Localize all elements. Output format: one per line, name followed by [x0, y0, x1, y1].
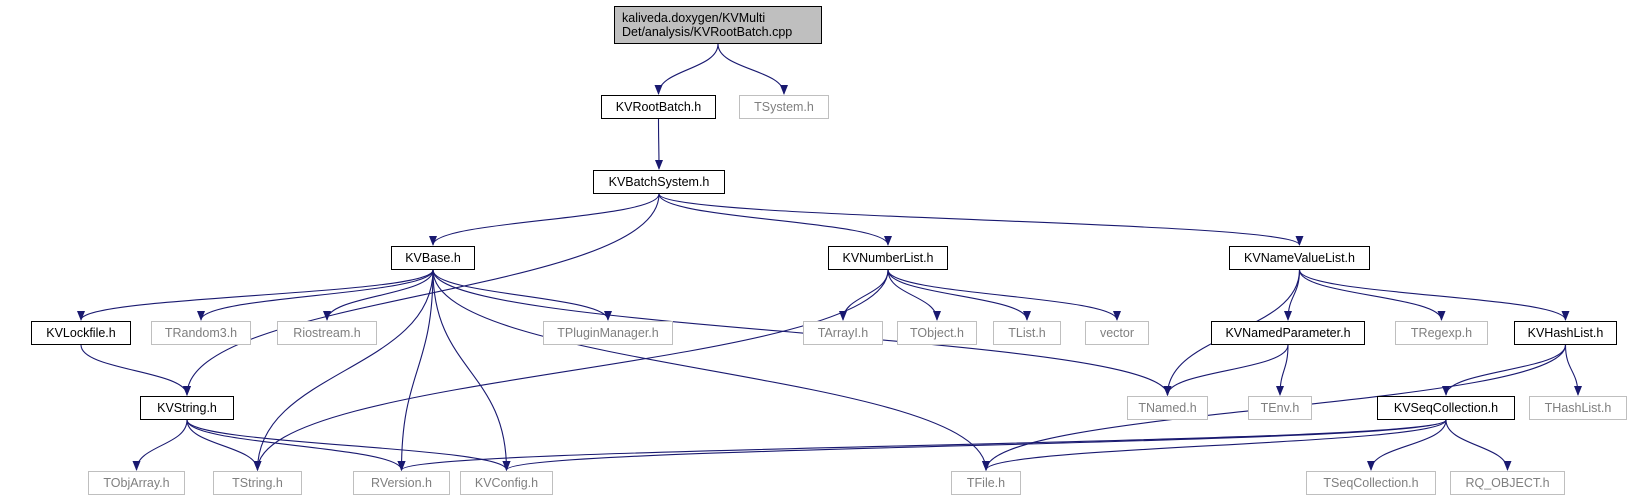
node-tobjarray: TObjArray.h	[88, 471, 185, 495]
node-tpluginmanager: TPluginManager.h	[543, 321, 673, 345]
edge-kvseqcollection-to-tfile	[982, 419, 1447, 471]
edge-kvbase-to-kvlockfile	[77, 269, 434, 321]
edge-kvstring-to-tobjarray	[132, 419, 188, 471]
root-file-line2: Det/analysis/KVRootBatch.cpp	[622, 25, 793, 39]
edge-kvnamedparameter-to-tnamed	[1163, 344, 1289, 396]
edge-kvseqcollection-to-rversion	[397, 419, 1447, 471]
edge-kvbase-to-tnamed	[432, 269, 1172, 396]
edge-kvbase-to-kvconfig	[432, 269, 511, 471]
node-tstring: TString.h	[213, 471, 302, 495]
edge-root-to-kvrootbatch	[654, 43, 719, 95]
node-kvbatchsystem[interactable]: KVBatchSystem.h	[593, 170, 725, 194]
edge-kvbase-to-tpluginmanager	[432, 269, 612, 321]
node-root-file[interactable]: kaliveda.doxygen/KVMulti Det/analysis/KV…	[614, 6, 822, 44]
node-tseqcollection: TSeqCollection.h	[1306, 471, 1436, 495]
edge-kvnamedparameter-to-tenv	[1276, 344, 1289, 396]
edge-kvbase-to-tfile	[432, 269, 990, 471]
node-kvrootbatch[interactable]: KVRootBatch.h	[601, 95, 716, 119]
node-trandom3: TRandom3.h	[151, 321, 251, 345]
edge-kvnamevaluelist-to-kvnamedparameter	[1284, 269, 1301, 321]
node-rversion: RVersion.h	[353, 471, 450, 495]
node-kvnumberlist[interactable]: KVNumberList.h	[828, 246, 948, 270]
node-kvstring[interactable]: KVString.h	[140, 396, 234, 420]
edge-kvlockfile-to-kvstring	[80, 344, 191, 396]
node-tregexp: TRegexp.h	[1395, 321, 1488, 345]
edge-kvnumberlist-to-tlist	[887, 269, 1031, 321]
edge-kvnumberlist-to-tobject	[887, 269, 941, 321]
edge-kvbase-to-riostream	[323, 269, 434, 321]
edge-kvnumberlist-to-tstring	[253, 269, 889, 471]
node-tarrayi: TArrayI.h	[803, 321, 883, 345]
node-riostream: Riostream.h	[277, 321, 377, 345]
node-tobject: TObject.h	[897, 321, 977, 345]
edge-kvnumberlist-to-tarrayi	[839, 269, 889, 321]
edge-kvseqcollection-to-tseqcollection	[1367, 419, 1447, 471]
node-tnamed: TNamed.h	[1127, 396, 1208, 420]
node-kvnamevaluelist[interactable]: KVNameValueList.h	[1229, 246, 1370, 270]
node-tsystem: TSystem.h	[739, 95, 829, 119]
edge-kvhashlist-to-thashlist	[1564, 344, 1582, 396]
edge-kvbase-to-trandom3	[197, 269, 434, 321]
edge-kvstring-to-kvconfig	[186, 419, 511, 471]
node-kvbase[interactable]: KVBase.h	[391, 246, 475, 270]
edge-kvstring-to-rversion	[186, 419, 406, 471]
edge-kvnamevaluelist-to-tregexp	[1298, 269, 1446, 321]
node-kvnamedparameter[interactable]: KVNamedParameter.h	[1211, 321, 1365, 345]
root-file-line1: kaliveda.doxygen/KVMulti	[622, 11, 766, 25]
edge-kvbatchsystem-to-kvbase	[429, 193, 660, 246]
edge-kvrootbatch-to-kvbatchsystem	[654, 118, 663, 170]
edge-kvbase-to-rversion	[397, 269, 434, 471]
node-kvconfig: KVConfig.h	[460, 471, 553, 495]
edge-kvbase-to-tstring	[253, 269, 434, 471]
edge-kvbatchsystem-to-kvstring	[183, 193, 660, 396]
node-rq_object: RQ_OBJECT.h	[1450, 471, 1565, 495]
node-kvseqcollection[interactable]: KVSeqCollection.h	[1377, 396, 1515, 420]
node-kvhashlist[interactable]: KVHashList.h	[1514, 321, 1617, 345]
edge-kvhashlist-to-kvseqcollection	[1442, 344, 1567, 396]
edge-kvnumberlist-to-vector	[887, 269, 1121, 321]
edge-kvnamevaluelist-to-kvhashlist	[1298, 269, 1570, 321]
edge-kvseqcollection-to-kvconfig	[502, 419, 1447, 471]
edge-kvseqcollection-to-rq_object	[1445, 419, 1512, 471]
node-tlist: TList.h	[993, 321, 1061, 345]
edge-kvbatchsystem-to-kvnamevaluelist	[658, 193, 1304, 246]
node-vector: vector	[1085, 321, 1149, 345]
edge-kvbatchsystem-to-kvnumberlist	[658, 193, 892, 246]
node-kvlockfile[interactable]: KVLockfile.h	[31, 321, 131, 345]
edge-root-to-tsystem	[717, 43, 788, 95]
node-tfile: TFile.h	[951, 471, 1021, 495]
node-tenv: TEnv.h	[1248, 396, 1312, 420]
node-thashlist: THashList.h	[1529, 396, 1627, 420]
